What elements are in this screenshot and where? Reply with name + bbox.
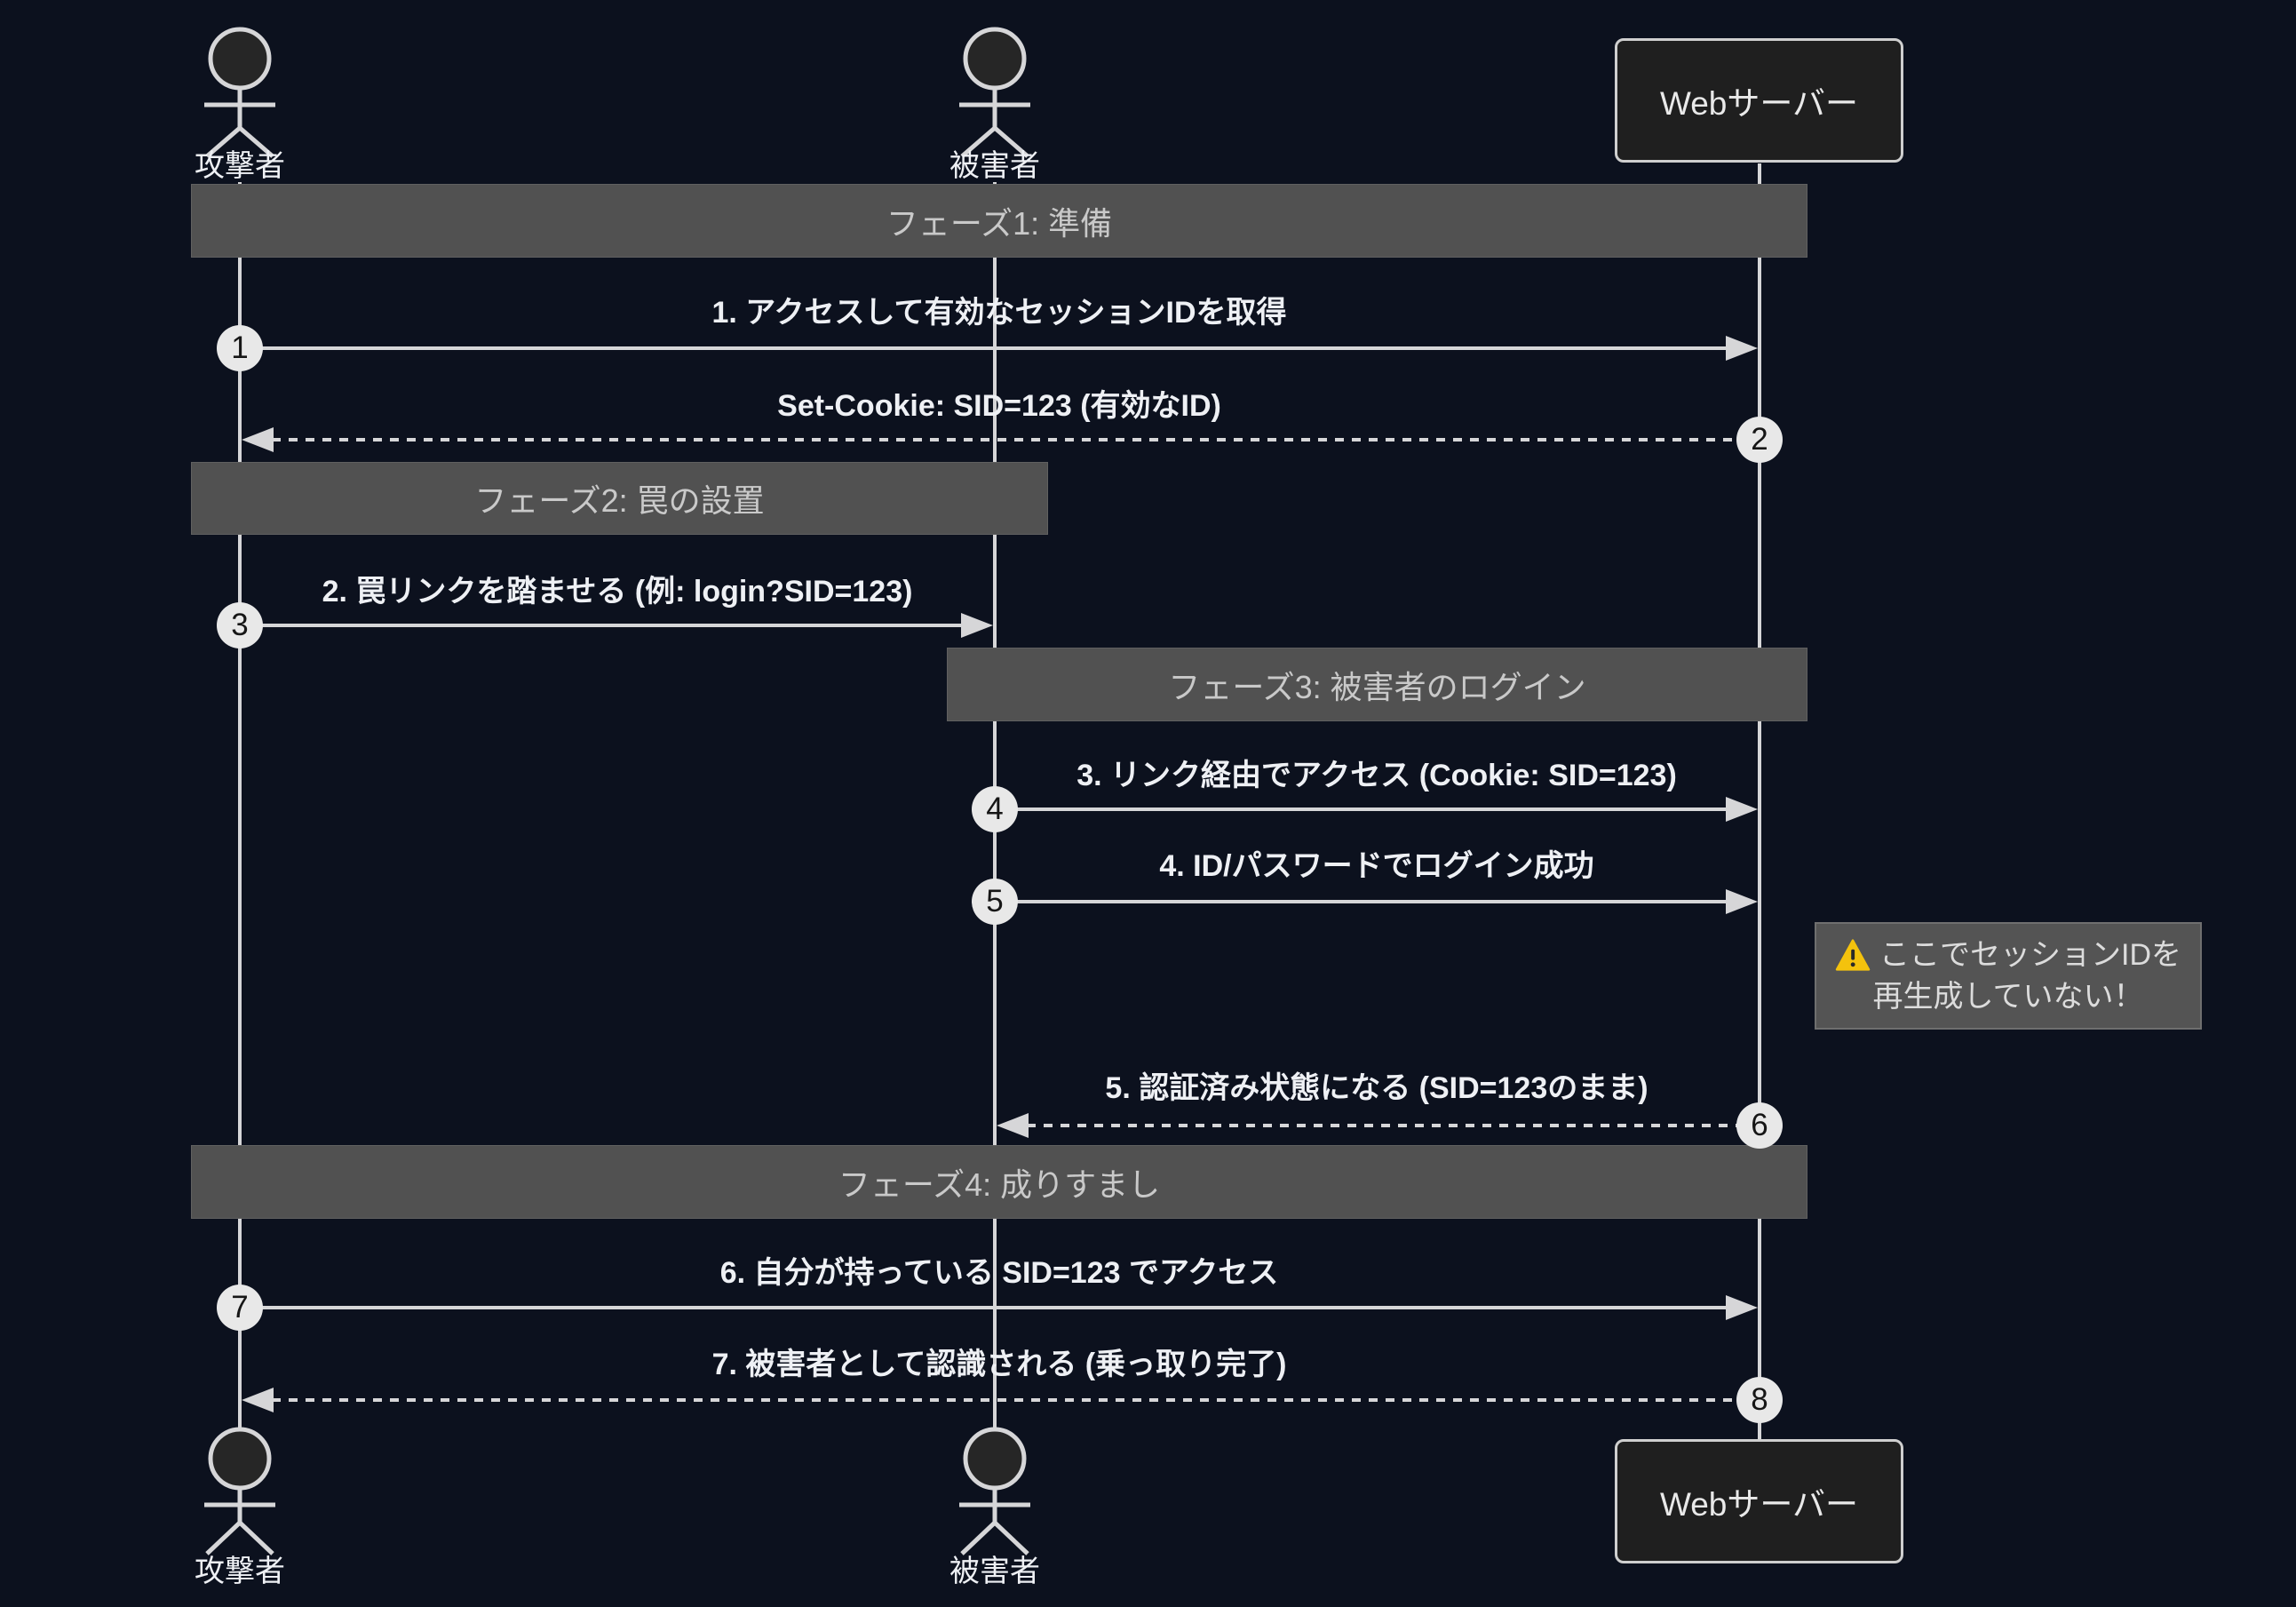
phase-label-4: フェーズ4: 成りすまし (838, 1165, 1161, 1203)
phase-band-2: フェーズ2: 罠の設置 (191, 462, 1048, 535)
sequence-number-badge-7: 7 (217, 1285, 263, 1331)
arrowhead-5 (1726, 889, 1758, 914)
sequence-number-badge-5: 5 (972, 879, 1018, 925)
participant-box-server-bottom: Webサーバー (1615, 1439, 1903, 1563)
arrowhead-3 (961, 613, 993, 638)
actor-label-victim-bottom: 被害者 (949, 1555, 1040, 1588)
arrowhead-2 (242, 427, 274, 452)
arrowhead-7 (1726, 1295, 1758, 1320)
participant-label-server-bottom: Webサーバー (1659, 1486, 1859, 1523)
message-label-5: 4. ID/パスワードでログイン成功 (1159, 849, 1594, 883)
arrowhead-8 (242, 1388, 274, 1412)
attacker-figure-bottom-icon (204, 1427, 275, 1555)
message-label-8: 7. 被害者として認識される (乗っ取り完了) (711, 1348, 1287, 1381)
actor-label-attacker-bottom: 攻撃者 (195, 1555, 285, 1588)
sequence-number-badge-2: 2 (1736, 417, 1783, 463)
warning-note-line2: 再生成していない！ (1872, 979, 2144, 1014)
actor-label-attacker-top: 攻撃者 (195, 149, 285, 183)
phase-band-3: フェーズ3: 被害者のログイン (947, 648, 1807, 721)
sequence-number-badge-4: 4 (972, 786, 1018, 832)
victim-figure-bottom-icon (959, 1427, 1030, 1555)
message-label-1: 1. アクセスして有効なセッションIDを取得 (711, 296, 1287, 330)
actor-label-victim-top: 被害者 (949, 149, 1040, 183)
participant-label-server-top: Webサーバー (1659, 85, 1859, 122)
sequence-number-badge-6: 6 (1736, 1102, 1783, 1149)
message-label-3: 2. 罠リンクを踏ませる (例: login?SID=123) (322, 575, 913, 609)
arrowhead-1 (1726, 336, 1758, 361)
participant-box-server-top: Webサーバー (1615, 38, 1903, 163)
warning-note-line1: ここでセッションIDを (1879, 937, 2181, 972)
session-id-warning-note: ここでセッションIDを 再生成していない！ (1815, 922, 2202, 1030)
sequence-number-badge-3: 3 (217, 602, 263, 648)
phase-band-4: フェーズ4: 成りすまし (191, 1145, 1807, 1219)
phase-label-2: フェーズ2: 罠の設置 (474, 482, 765, 519)
warning-icon (1835, 939, 1871, 971)
arrowhead-4 (1726, 797, 1758, 822)
phase-label-1: フェーズ1: 準備 (886, 204, 1113, 242)
arrowhead-6 (997, 1113, 1029, 1138)
message-label-4: 3. リンク経由でアクセス (Cookie: SID=123) (1076, 759, 1677, 792)
attacker-figure-top-icon (204, 27, 275, 158)
message-label-6: 5. 認証済み状態になる (SID=123のまま) (1105, 1071, 1649, 1105)
sequence-number-badge-8: 8 (1736, 1377, 1783, 1423)
message-label-2: Set-Cookie: SID=123 (有効なID) (777, 389, 1221, 423)
message-label-7: 6. 自分が持っている SID=123 でアクセス (719, 1256, 1279, 1290)
phase-label-3: フェーズ3: 被害者のログイン (1168, 668, 1586, 705)
sequence-number-badge-1: 1 (217, 325, 263, 371)
phase-band-1: フェーズ1: 準備 (191, 184, 1807, 258)
victim-figure-top-icon (959, 27, 1030, 158)
